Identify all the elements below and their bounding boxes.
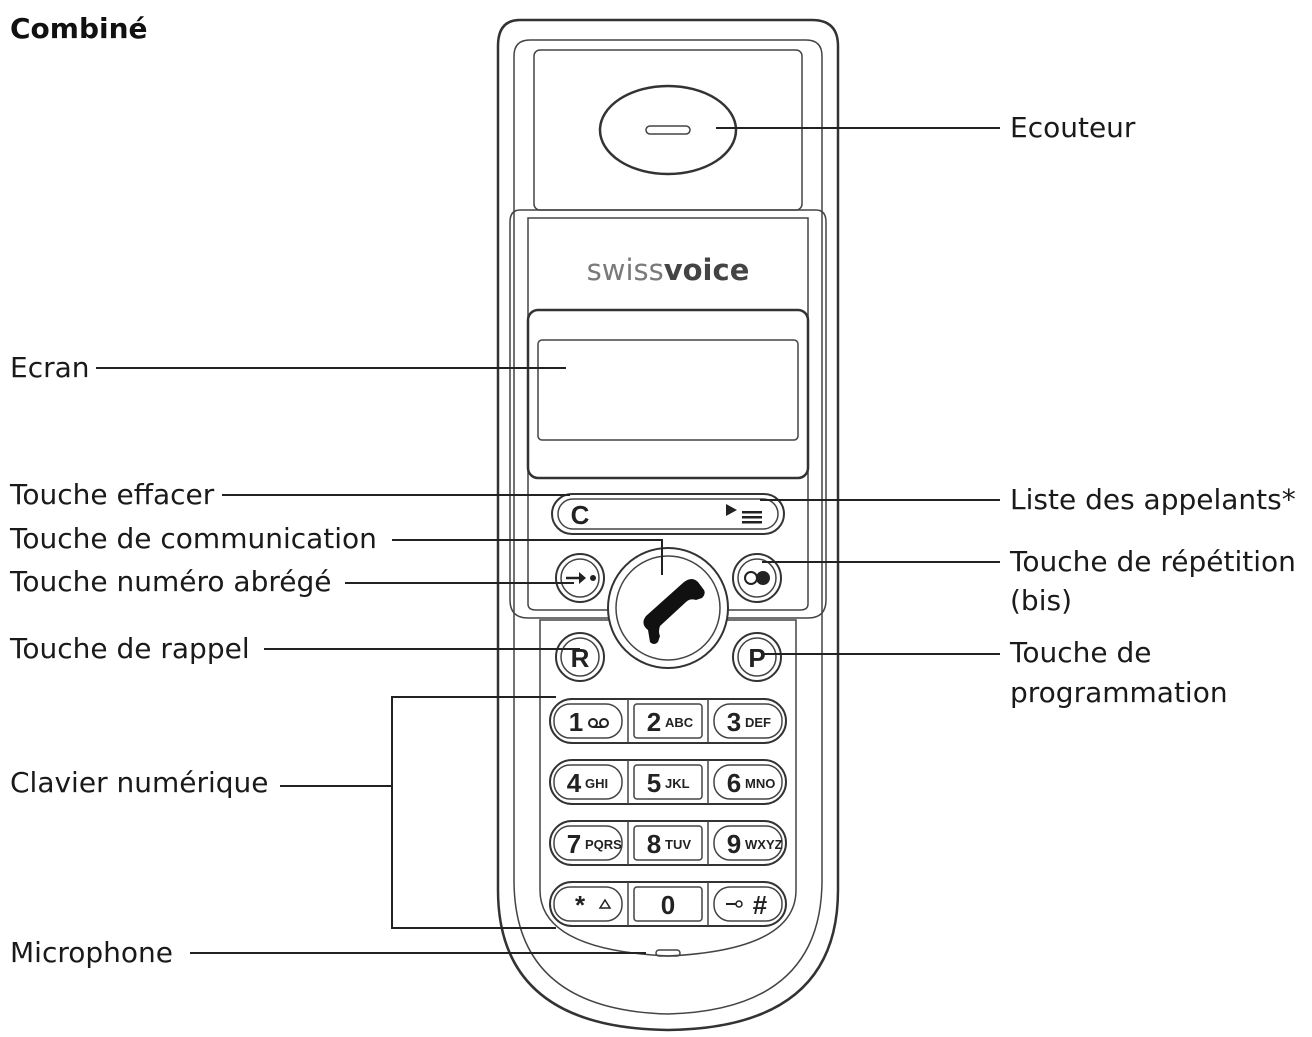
keypad-key-star[interactable]: * <box>553 886 623 922</box>
keypad-key-6[interactable]: 6 MNO <box>713 764 783 800</box>
label-touche-programmation: Touche de <box>1009 636 1152 669</box>
program-key-label: P <box>748 643 765 673</box>
keypad-digit: 5 <box>647 768 661 798</box>
keypad-key-face <box>553 886 623 922</box>
keypad-row-frame <box>549 698 787 744</box>
brand-bold: voice <box>664 253 750 287</box>
recall-key-label: R <box>571 643 590 673</box>
talk-key[interactable] <box>607 547 729 669</box>
keypad-digit: 9 <box>727 829 741 859</box>
caller-list-icon <box>726 504 762 524</box>
communication-leader <box>392 539 663 575</box>
keypad-letters: TUV <box>665 837 691 852</box>
keypad-row-frame <box>549 820 787 866</box>
keypad-letters: PQRS <box>585 837 622 852</box>
clear-key-label: C <box>571 500 590 530</box>
keypad-key-8[interactable]: 8 TUV <box>633 825 703 861</box>
keypad-key-face <box>713 764 783 800</box>
keypad-letters: WXYZ <box>745 837 783 852</box>
keypad-key-face <box>553 703 623 739</box>
keypad-row-frame <box>549 759 787 805</box>
label-touche-repetition-bis: (bis) <box>1010 584 1072 617</box>
hash-icon: # <box>753 890 768 920</box>
brand-logo: swissvoice <box>587 253 750 287</box>
earpiece <box>598 84 738 176</box>
diagram-title: Combiné <box>10 12 148 45</box>
phone-handset-icon <box>643 579 705 644</box>
keypad-key-3[interactable]: 3 DEF <box>713 703 783 739</box>
label-touche-programmation-2: programmation <box>1010 676 1228 709</box>
label-microphone: Microphone <box>10 936 173 969</box>
keypad-digit: 4 <box>567 768 582 798</box>
key-lock-ring <box>735 900 743 908</box>
keypad-digit: 3 <box>727 707 741 737</box>
keypad-key-5[interactable]: 5 JKL <box>633 764 703 800</box>
screen <box>526 308 810 480</box>
label-touche-rappel: Touche de rappel <box>9 632 250 665</box>
keypad-row-frame <box>549 881 787 927</box>
keypad-key-face <box>553 764 623 800</box>
label-touche-communication: Touche de communication <box>9 522 377 555</box>
handset-body <box>496 18 840 1032</box>
keypad-key-face <box>713 886 783 922</box>
label-clavier-numerique: Clavier numérique <box>10 766 269 799</box>
recall-key[interactable]: R <box>555 632 605 682</box>
keypad-key-face <box>633 825 703 861</box>
keypad-digit: 1 <box>569 707 583 737</box>
keypad-digit: 8 <box>647 829 661 859</box>
keypad-digit: 0 <box>661 890 675 920</box>
label-touche-numero-abrege: Touche numéro abrégé <box>9 565 331 598</box>
keypad-key-face <box>633 886 703 922</box>
keypad-letters: DEF <box>745 715 771 730</box>
keypad-letters: ABC <box>665 715 694 730</box>
keypad-letters: GHI <box>585 776 608 791</box>
keypad-letters: MNO <box>745 776 775 791</box>
keypad-digit: 2 <box>647 707 661 737</box>
keypad-key-face <box>633 703 703 739</box>
keypad-key-7[interactable]: 7 PQRS <box>553 825 623 861</box>
keypad-key-hash[interactable]: # <box>713 886 783 922</box>
brand-light: swiss <box>587 253 664 287</box>
keypad-digit: 6 <box>727 768 741 798</box>
label-ecouteur: Ecouteur <box>1010 111 1136 144</box>
star-icon: * <box>575 890 586 920</box>
keypad-digit: 7 <box>567 829 581 859</box>
keypad-key-face <box>713 825 783 861</box>
microphone <box>655 949 681 957</box>
label-ecran: Ecran <box>10 351 90 384</box>
redial-key[interactable] <box>732 553 782 603</box>
keypad-key-0[interactable]: 0 <box>633 886 703 922</box>
keypad-key-2[interactable]: 2 ABC <box>633 703 703 739</box>
clavier-bracket <box>391 696 556 929</box>
callout-lines <box>96 127 1000 954</box>
label-touche-effacer: Touche effacer <box>9 478 215 511</box>
speed-dial-arrow-icon <box>579 572 586 584</box>
label-liste-appelants: Liste des appelants* <box>1010 483 1296 516</box>
keypad-key-face <box>633 764 703 800</box>
keypad-key-9[interactable]: 9 WXYZ <box>713 825 783 861</box>
keypad-key-face <box>553 825 623 861</box>
keypad-key-face <box>713 703 783 739</box>
ringer-icon <box>598 898 612 909</box>
program-key[interactable]: P <box>732 632 782 682</box>
keypad-letters: JKL <box>665 776 690 791</box>
clear-key[interactable]: C <box>551 493 785 535</box>
keypad-key-1[interactable]: 1 <box>553 703 623 739</box>
speed-dial-key[interactable] <box>555 553 605 603</box>
label-touche-repetition: Touche de répétition <box>1009 545 1296 578</box>
